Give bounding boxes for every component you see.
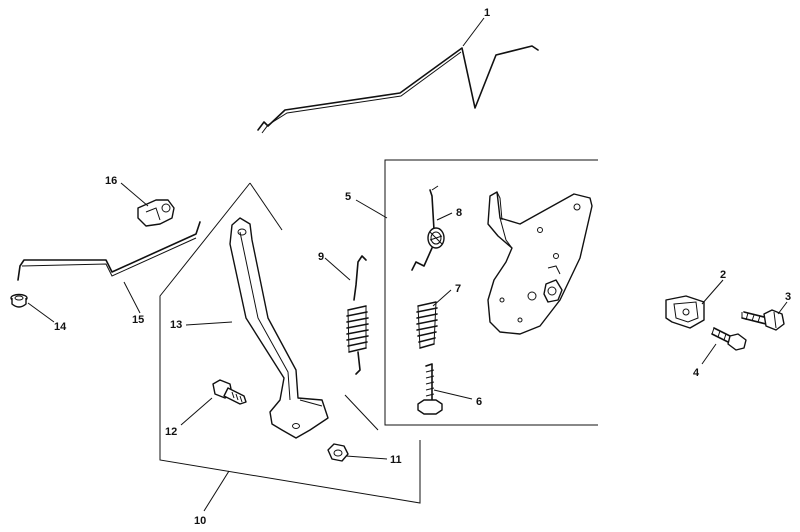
callout-8: 8: [456, 207, 462, 219]
part-14-grommet: [10, 293, 28, 308]
callout-15: 15: [132, 314, 144, 326]
part-3-bolt: [741, 309, 785, 331]
callout-7: 7: [455, 283, 461, 295]
callout-3: 3: [785, 291, 791, 303]
callout-13: 13: [170, 319, 182, 331]
part-5-mounting-plate: [487, 191, 593, 335]
part-8-torsion-spring: [411, 185, 445, 271]
part-12-bolt: [212, 379, 247, 405]
callout-9: 9: [318, 251, 324, 263]
part-4-small-bolt: [711, 327, 747, 351]
part-1-control-rod: [257, 45, 539, 134]
callout-1: 1: [484, 7, 490, 19]
part-13-lever-arm: [229, 217, 329, 439]
part-11-nut: [327, 443, 349, 462]
part-7-compression-spring: [416, 301, 438, 349]
callout-5: 5: [345, 191, 351, 203]
callout-12: 12: [165, 426, 177, 438]
callout-14: 14: [54, 321, 67, 333]
assembly-5-frame: [384, 159, 598, 426]
callout-10: 10: [194, 515, 206, 527]
part-15-choke-rod: [17, 221, 201, 281]
callout-2: 2: [720, 269, 726, 281]
callout-labels: 1 2 3 4 5 6 7 8 9 10 11 12 13 14 15 16: [54, 7, 791, 527]
leader-lines: [27, 17, 788, 512]
part-16-clamp: [137, 199, 175, 227]
callout-16: 16: [105, 175, 117, 187]
part-2-bracket-clip: [665, 295, 705, 329]
assembly-10-frame: [159, 182, 421, 504]
callout-11: 11: [390, 454, 402, 466]
part-6-adjustment-screw: [417, 363, 443, 415]
part-9-extension-spring: [346, 255, 369, 375]
callout-6: 6: [476, 396, 482, 408]
callout-4: 4: [693, 367, 700, 379]
